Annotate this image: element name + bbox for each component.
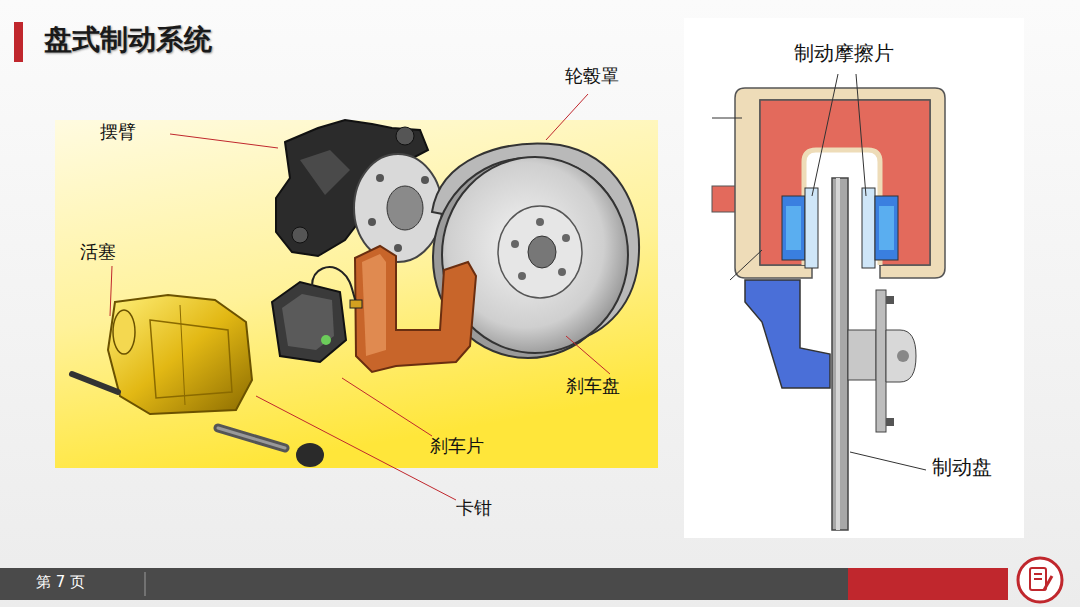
brake-pad bbox=[350, 300, 362, 308]
brake-pad-section bbox=[782, 188, 898, 268]
hub-flange bbox=[354, 154, 442, 262]
leader-line bbox=[850, 452, 926, 470]
wheel-hub bbox=[876, 290, 886, 432]
brake-pad bbox=[272, 282, 346, 362]
brake-disc bbox=[511, 240, 519, 248]
title-bar bbox=[14, 22, 23, 62]
brake-pad-section bbox=[805, 188, 818, 268]
brake-pad bbox=[272, 267, 362, 362]
guide-pins bbox=[218, 428, 285, 448]
leader-line bbox=[730, 250, 762, 280]
wheel-hub bbox=[886, 418, 894, 426]
caliper-bracket bbox=[355, 246, 476, 372]
wheel-hub bbox=[848, 330, 876, 380]
brake-disc bbox=[528, 236, 556, 268]
caliper-mount bbox=[745, 280, 830, 388]
hub-flange bbox=[387, 186, 423, 230]
leader-line bbox=[712, 74, 926, 470]
hub-flange bbox=[354, 154, 442, 262]
part-label: 卡钳 bbox=[456, 498, 492, 519]
title-bar bbox=[14, 22, 23, 62]
footer-bar bbox=[145, 572, 146, 596]
brake-disc bbox=[558, 268, 566, 276]
logo-icon bbox=[1030, 568, 1046, 590]
brake-pad-section bbox=[879, 206, 894, 250]
leader-line bbox=[546, 94, 588, 140]
section-panel bbox=[684, 18, 1024, 538]
caliper-section bbox=[735, 88, 945, 278]
caliper-section bbox=[760, 100, 930, 265]
hub-flange bbox=[421, 176, 429, 184]
brake-disc bbox=[498, 206, 582, 298]
page-number: 第 7 页 bbox=[36, 574, 85, 591]
logo-icon bbox=[1044, 576, 1052, 590]
brake-pad bbox=[282, 294, 334, 350]
footer-bar bbox=[848, 568, 1008, 600]
caliper-bracket bbox=[355, 246, 476, 372]
brake-disc bbox=[562, 234, 570, 242]
footer-bar bbox=[0, 568, 1008, 600]
wheel-hub bbox=[886, 296, 894, 304]
brake-disc bbox=[518, 272, 526, 280]
caliper-body bbox=[113, 310, 135, 354]
brake-pad-section bbox=[862, 188, 875, 268]
guide-pins bbox=[72, 374, 118, 392]
part-label: 制动盘 bbox=[932, 456, 992, 479]
knuckle-arm bbox=[292, 227, 308, 243]
leader-line bbox=[342, 378, 432, 436]
part-label: 摆臂 bbox=[100, 122, 136, 143]
caliper-body bbox=[108, 295, 252, 414]
guide-pins bbox=[218, 428, 285, 448]
brake-disc-section bbox=[836, 178, 840, 530]
brake-pad bbox=[312, 267, 356, 302]
leader-line bbox=[256, 396, 456, 500]
caliper-bracket bbox=[362, 254, 386, 356]
caliper-body bbox=[150, 320, 232, 398]
caliper-body bbox=[180, 305, 185, 405]
part-label: 刹车盘 bbox=[566, 376, 620, 397]
guide-pins bbox=[296, 443, 324, 467]
brake-pad-section bbox=[786, 206, 801, 250]
photo-panel bbox=[55, 120, 658, 468]
guide-pins bbox=[72, 374, 324, 467]
brake-disc-section bbox=[832, 178, 848, 530]
hub-flange bbox=[376, 174, 384, 182]
logo-icon bbox=[1018, 558, 1062, 602]
brake-disc-section bbox=[832, 178, 848, 530]
wheel-hub bbox=[886, 330, 916, 382]
leader-line bbox=[812, 74, 838, 196]
knuckle-arm bbox=[396, 127, 414, 145]
slide-title: 盘式制动系统 bbox=[44, 24, 212, 56]
leader-line bbox=[110, 94, 610, 500]
caliper-mount bbox=[745, 280, 830, 388]
logo-icon bbox=[1018, 558, 1062, 602]
logo-icon bbox=[1034, 573, 1042, 575]
brake-disc bbox=[536, 218, 544, 226]
wheel-hub bbox=[848, 290, 916, 432]
brake-pad-section bbox=[782, 196, 805, 260]
leader-line bbox=[856, 74, 866, 196]
part-label: 制动摩擦片 bbox=[794, 42, 894, 65]
hub-flange bbox=[394, 244, 402, 252]
wheel-hub bbox=[897, 350, 909, 362]
leader-line bbox=[566, 336, 610, 374]
photo-panel bbox=[55, 120, 658, 468]
leader-line bbox=[712, 118, 742, 119]
hub-flange bbox=[368, 218, 376, 226]
section-panel bbox=[684, 18, 1024, 538]
leader-line bbox=[170, 134, 278, 148]
footer-bar bbox=[0, 568, 848, 600]
brake-pad-section bbox=[875, 196, 898, 260]
part-label: 活塞 bbox=[80, 242, 116, 263]
brake-pad bbox=[321, 335, 331, 345]
knuckle-arm bbox=[300, 150, 350, 195]
caliper-body bbox=[108, 295, 252, 414]
part-label: 轮毂罩 bbox=[565, 66, 619, 87]
leader-line bbox=[110, 266, 112, 316]
part-label: 刹车片 bbox=[430, 436, 484, 457]
logo-icon bbox=[1034, 578, 1042, 580]
